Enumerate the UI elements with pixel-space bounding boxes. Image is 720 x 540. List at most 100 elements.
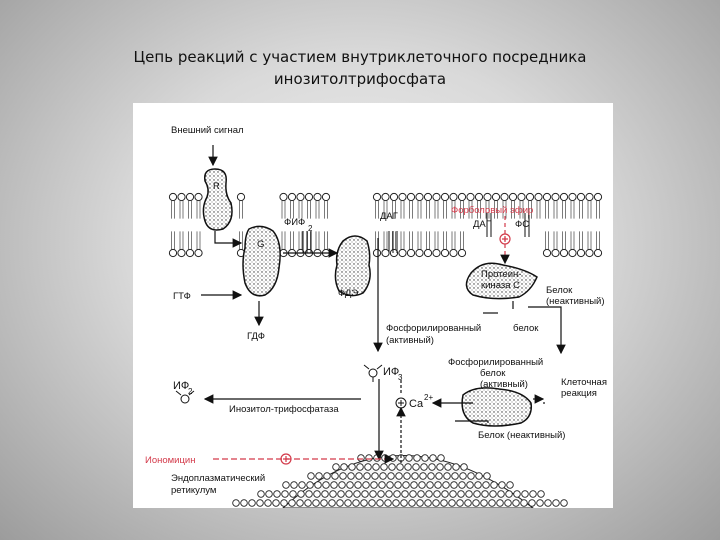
lipid-head (177, 192, 186, 202)
lipid-head (576, 192, 586, 202)
lipid-tail (545, 231, 549, 250)
er-bead (312, 499, 320, 507)
lipid-head (406, 192, 416, 202)
lipid-tail (179, 231, 184, 250)
lipid-tail (188, 200, 192, 219)
er-bead (410, 481, 418, 489)
receptor-label: R (213, 181, 220, 192)
er-bead (381, 454, 389, 462)
lipid-head (483, 192, 492, 202)
er-bead (401, 490, 409, 498)
lipid-tail (494, 200, 498, 219)
er-bead (419, 472, 427, 480)
if3-label: ИФ (383, 366, 399, 378)
er-bead (456, 499, 464, 507)
er-bead (442, 481, 450, 489)
er-bead (512, 499, 520, 507)
g-protein-shape (242, 225, 281, 297)
lipid-tail (596, 200, 600, 219)
lipid-tail (579, 231, 583, 250)
er-bead (354, 481, 362, 489)
er-bead (315, 472, 323, 480)
lipid-tail (562, 200, 566, 219)
lipid-head (381, 192, 390, 202)
protein-inactive-label-2: (неактивный) (546, 296, 605, 307)
lipid-tail (519, 200, 524, 219)
er-bead (444, 463, 452, 471)
er-bead (465, 490, 473, 498)
cell-response-line-2: реакция (561, 388, 597, 399)
fif2-sub: 2 (308, 224, 313, 233)
er-bead (481, 490, 489, 498)
er-bead (360, 499, 368, 507)
lipid-tail (298, 200, 303, 219)
lipid-head (440, 248, 450, 258)
er-bead (305, 490, 313, 498)
er-bead (332, 463, 340, 471)
phospho-protein-a-line-2: белок (513, 323, 539, 334)
er-bead (402, 481, 410, 489)
lipid-tail (239, 231, 243, 250)
er-bead (490, 481, 498, 489)
lipid-tail (409, 231, 413, 250)
er-dome (232, 454, 568, 508)
dag-top-label: ДАГ (380, 211, 398, 222)
lipid-head (576, 248, 586, 258)
er-bead (403, 472, 411, 480)
er-bead (357, 454, 365, 462)
er-bead (392, 499, 400, 507)
er-bead (483, 472, 491, 480)
er-bead (248, 499, 256, 507)
cell-response-line-1: Клеточная (561, 377, 607, 388)
lipid-tail (324, 200, 328, 219)
er-bead (459, 472, 467, 480)
lipid-head (449, 248, 458, 258)
er-bead (467, 472, 475, 480)
er-bead (377, 490, 385, 498)
er-bead (427, 472, 435, 480)
er-bead (393, 490, 401, 498)
lipid-head (508, 192, 518, 202)
lipid-tail (315, 231, 320, 250)
er-bead (371, 472, 379, 480)
er-bead (370, 481, 378, 489)
lipid-head (559, 248, 569, 258)
if2-sub: 2 (188, 387, 193, 396)
ip-markers (175, 364, 407, 409)
er-bead (420, 463, 428, 471)
er-bead (304, 499, 312, 507)
lipid-tail (383, 200, 388, 219)
er-bead (513, 490, 521, 498)
er-bead (313, 490, 321, 498)
lipid-tail (434, 231, 439, 250)
er-bead (475, 472, 483, 480)
er-bead (544, 499, 552, 507)
lipid-head (372, 248, 382, 258)
er-bead (409, 490, 417, 498)
er-bead (337, 490, 345, 498)
er-bead (369, 490, 377, 498)
er-bead (384, 499, 392, 507)
er-bead (296, 499, 304, 507)
ca-label: Ca (409, 398, 424, 410)
lipid-tail (324, 231, 328, 250)
er-bead (428, 463, 436, 471)
external-signal-label: Внешний сигнал (171, 125, 244, 136)
gdp-label: ГДФ (247, 331, 265, 342)
er-bead (272, 499, 280, 507)
er-bead (411, 472, 419, 480)
er-bead (320, 499, 328, 507)
lipid-tail (468, 200, 473, 219)
er-bead (536, 499, 544, 507)
lipid-head (398, 192, 407, 202)
lipid-head (296, 192, 305, 202)
ca-sup: 2+ (424, 393, 433, 402)
lipid-tail (460, 200, 464, 219)
lipid-tail (417, 231, 422, 250)
arrows (201, 145, 566, 463)
lipid-head (381, 248, 390, 258)
lipid-tail (570, 231, 575, 250)
lipid-head (279, 192, 288, 202)
er-bead (282, 481, 290, 489)
protein-bottom-label: Белок (неактивный) (478, 430, 565, 441)
